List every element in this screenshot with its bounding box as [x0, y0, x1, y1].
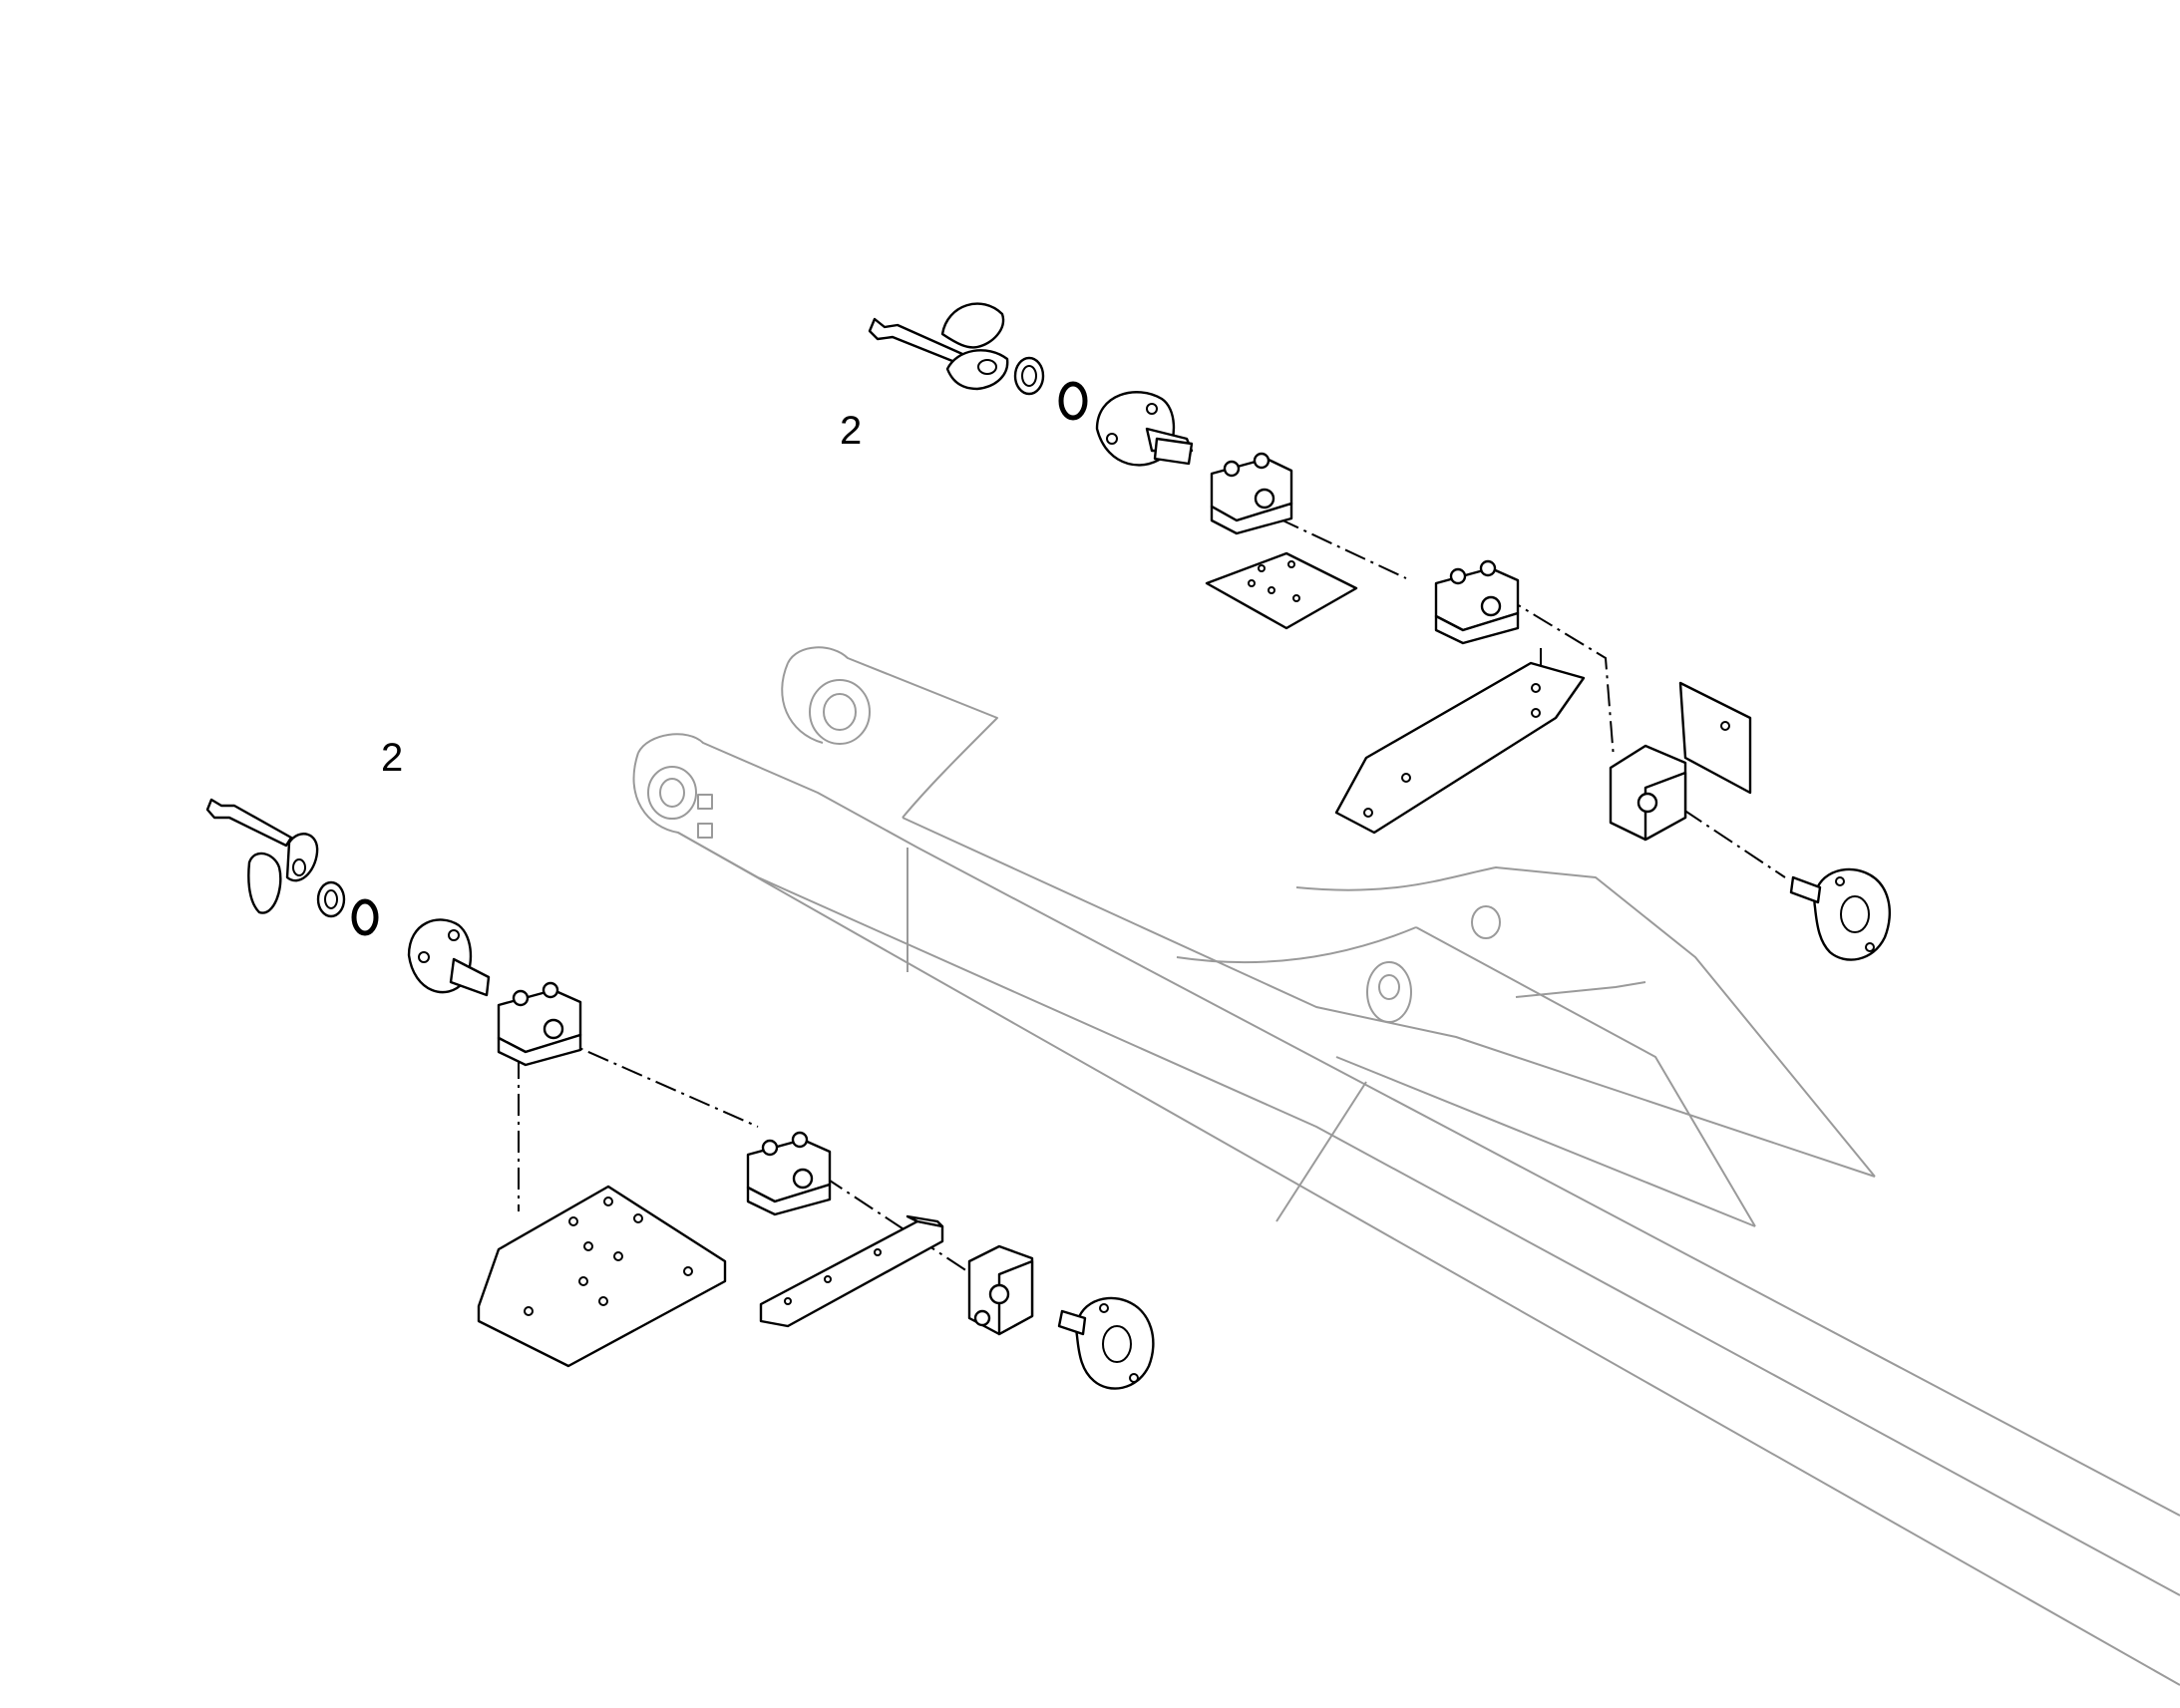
clamp-block-lower-3 — [967, 1244, 1034, 1336]
flange-pipe-upper — [1095, 391, 1194, 467]
o-ring-upper — [1058, 381, 1088, 421]
side-plate-upper — [1678, 681, 1752, 795]
clamp-block-upper-3 — [1609, 744, 1687, 842]
flange-pipe-lower — [407, 918, 491, 997]
lower-hose-clamp-assembly — [205, 798, 1155, 1390]
callout-number-lower: 2 — [381, 736, 404, 780]
flange-end-upper — [1789, 867, 1892, 961]
clamp-block-lower-1 — [497, 981, 582, 1067]
clamp-block-upper-1 — [1210, 452, 1293, 535]
support-bracket-upper — [1334, 661, 1586, 835]
split-flange-half-upper — [940, 302, 1009, 391]
seal-ring-upper — [1013, 356, 1045, 396]
clamp-block-lower-2 — [746, 1131, 832, 1216]
flange-end-lower — [1057, 1296, 1155, 1390]
seal-ring-lower — [316, 880, 346, 918]
split-flange-half-lower — [247, 833, 319, 914]
boom-arm-outline — [632, 646, 2180, 1686]
o-ring-lower — [351, 898, 379, 936]
bolt-lower — [205, 798, 293, 848]
strap-bracket-lower — [759, 1214, 944, 1328]
leader-lines — [518, 517, 1786, 1272]
mounting-plate-upper — [1205, 551, 1358, 630]
clamp-block-upper-2 — [1434, 559, 1520, 645]
upper-hose-clamp-assembly — [868, 302, 1892, 961]
mounting-plate-lower — [477, 1185, 727, 1368]
callout-number-upper: 2 — [840, 409, 863, 453]
